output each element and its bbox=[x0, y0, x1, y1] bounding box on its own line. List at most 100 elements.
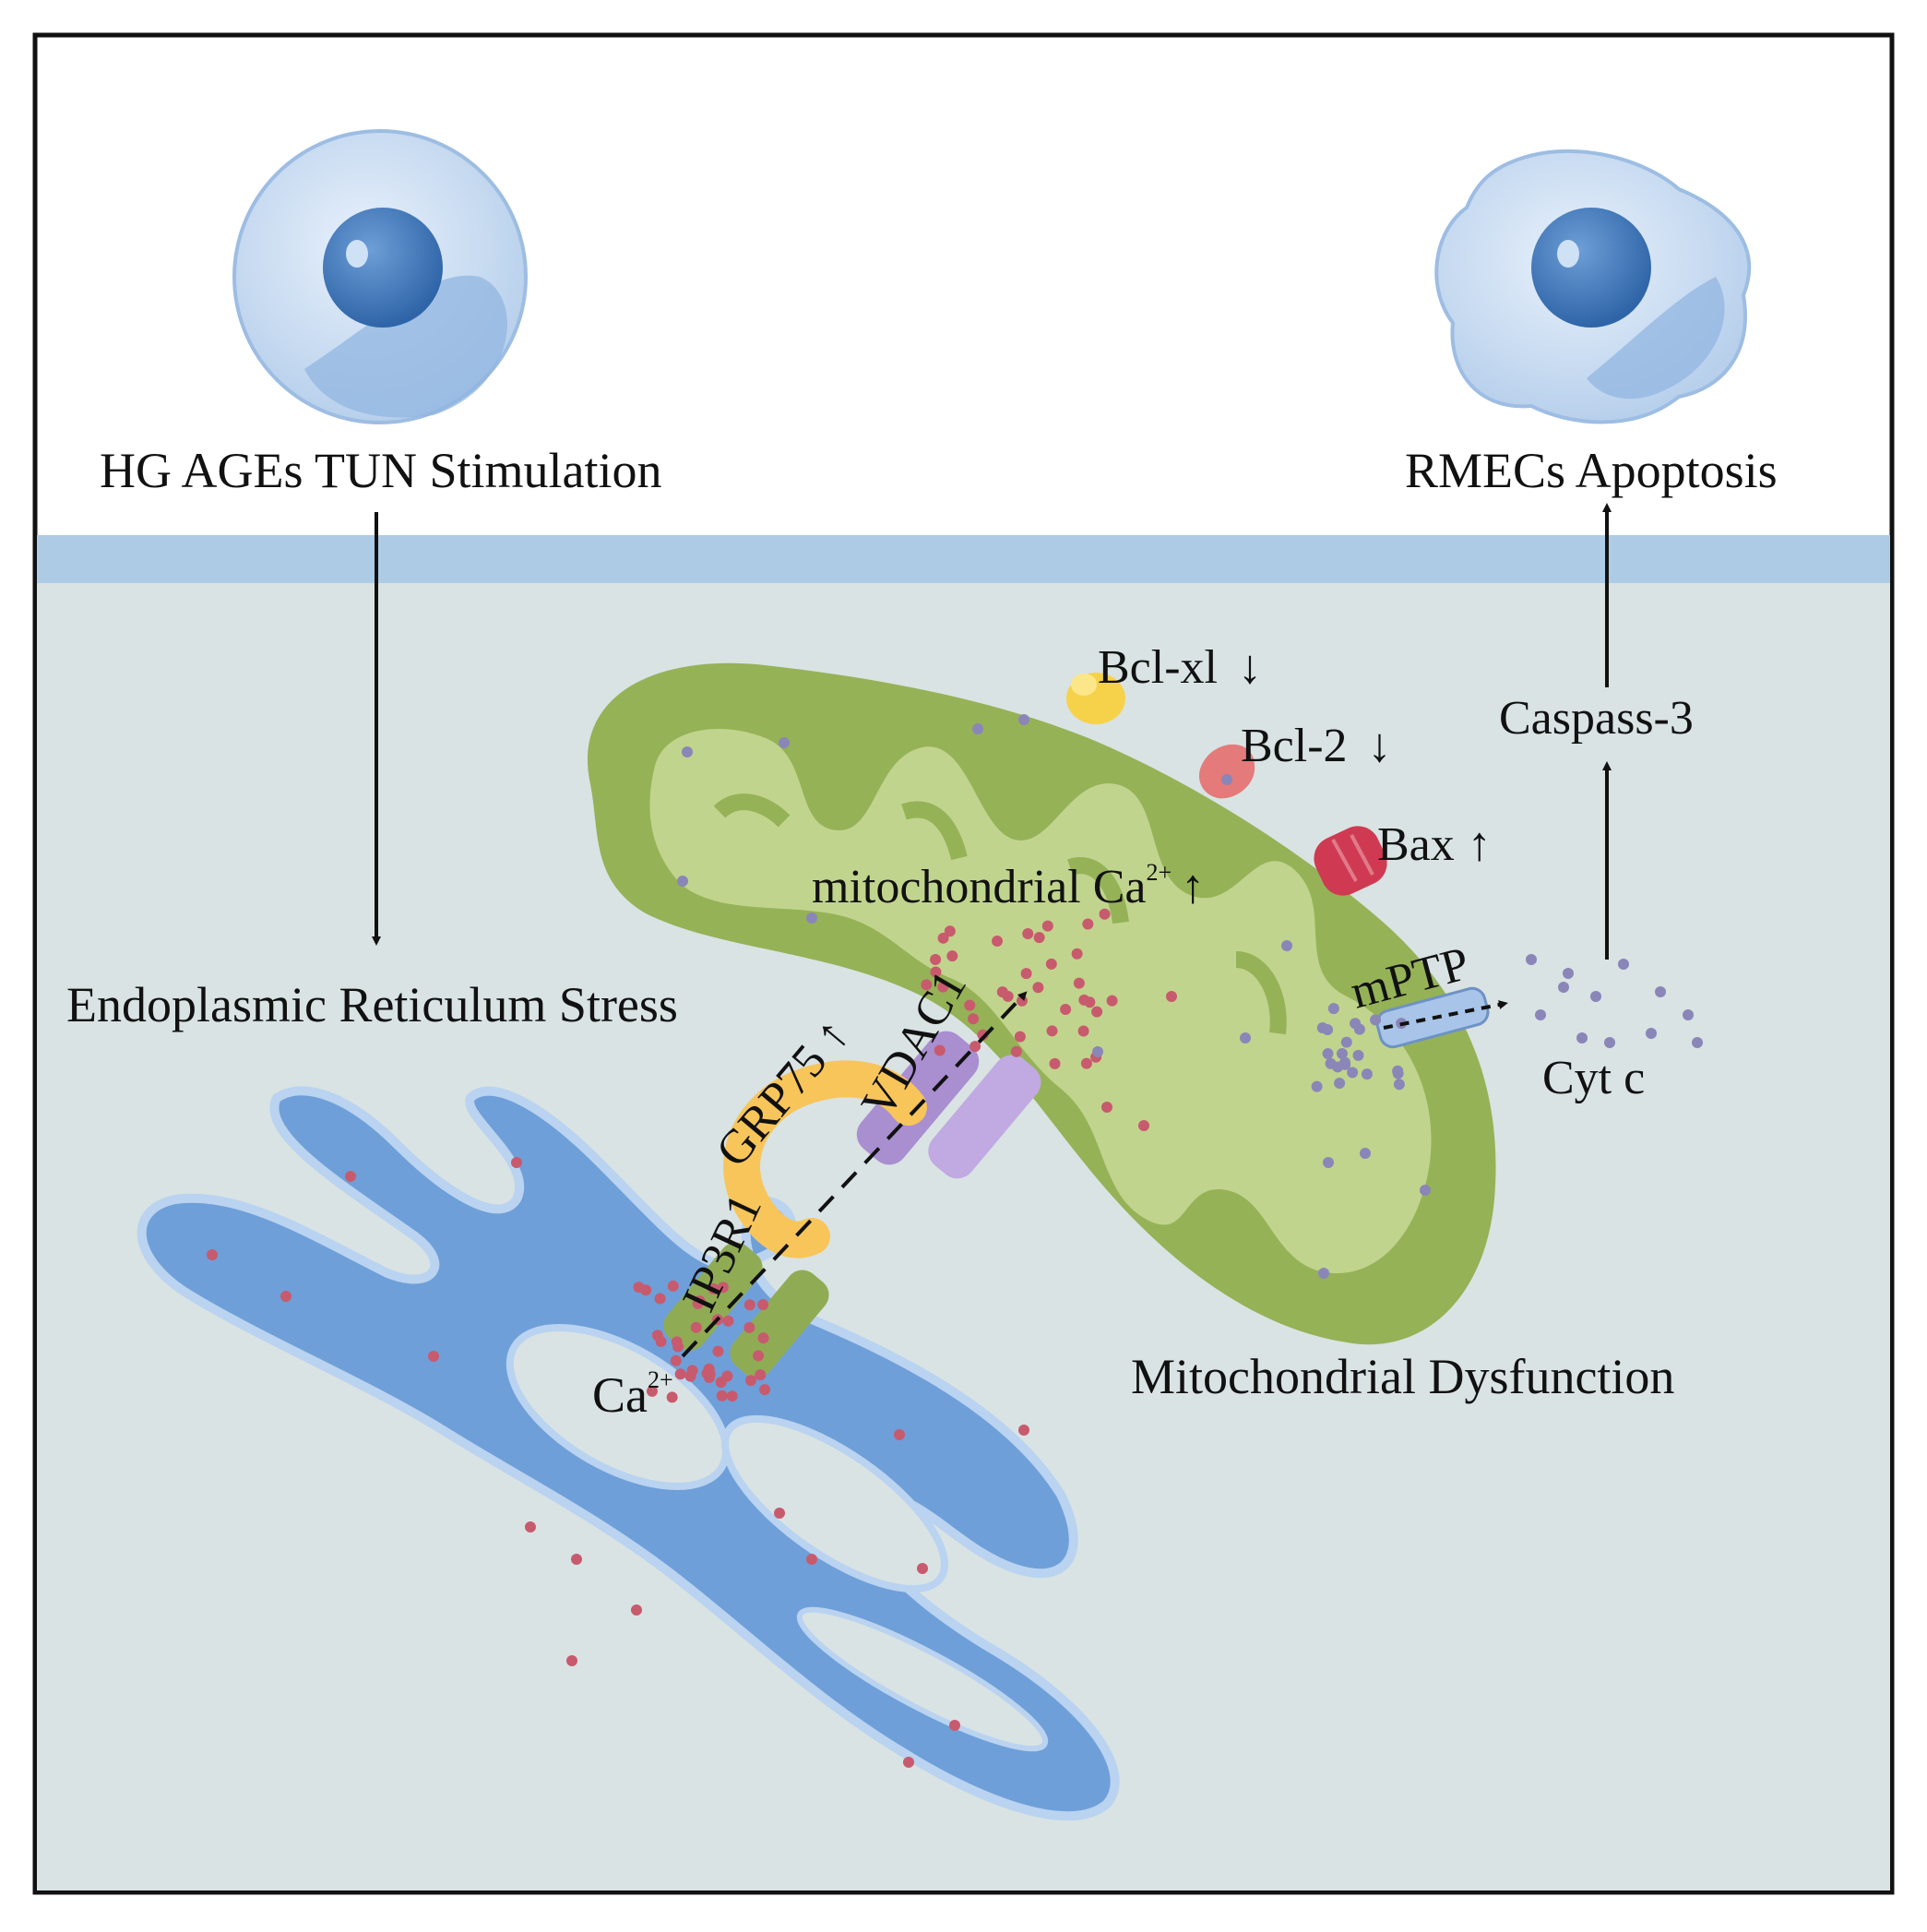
cytochrome-c-dots bbox=[677, 714, 1703, 1279]
cytochrome-c-molecule bbox=[1311, 1080, 1323, 1092]
endoplasmic-reticulum bbox=[137, 1086, 1120, 1821]
up-indicator: ↑ bbox=[1468, 818, 1492, 871]
cytochrome-c-molecule bbox=[1334, 1078, 1346, 1090]
calcium-ion bbox=[674, 1368, 686, 1380]
calcium-ion bbox=[964, 999, 976, 1011]
er-stress-label: Endoplasmic Reticulum Stress bbox=[66, 977, 678, 1032]
calcium-ion bbox=[992, 935, 1004, 947]
calcium-ion bbox=[712, 1345, 724, 1357]
calcium-ion bbox=[670, 1354, 682, 1366]
calcium-ion bbox=[1049, 1057, 1061, 1069]
cytochrome-c-molecule bbox=[1692, 1037, 1703, 1048]
calcium-ion bbox=[566, 1655, 577, 1666]
cytochrome-c-molecule bbox=[1683, 1009, 1694, 1020]
calcium-ion bbox=[672, 1341, 684, 1353]
cytochrome-c-molecule bbox=[806, 912, 817, 924]
mitochondrial-ca-label: mitochondrial Ca2+↑ bbox=[812, 859, 1205, 913]
cytochrome-c-molecule bbox=[1604, 1037, 1615, 1048]
cytochrome-c-molecule bbox=[1240, 1032, 1251, 1044]
cytochrome-c-molecule bbox=[1323, 1157, 1334, 1168]
calcium-ion bbox=[934, 1044, 946, 1056]
calcium-ion bbox=[743, 1321, 755, 1333]
calcium-ion bbox=[969, 1041, 981, 1053]
cytochrome-c-molecule bbox=[1352, 1049, 1364, 1061]
calcium-ion bbox=[1046, 1025, 1058, 1037]
calcium-ion bbox=[894, 1429, 905, 1440]
cytochrome-c-molecule bbox=[1221, 774, 1232, 785]
bcl-xl-label: Bcl-xl↓ bbox=[1098, 641, 1262, 694]
calcium-ion bbox=[655, 1336, 667, 1348]
er-lumen bbox=[721, 1414, 948, 1593]
calcium-ion bbox=[1078, 994, 1090, 1006]
bcl-xl-protein-icon bbox=[1066, 673, 1125, 724]
cytochrome-c-molecule bbox=[1339, 1058, 1351, 1070]
calcium-ion bbox=[745, 1375, 757, 1387]
calcium-ion bbox=[968, 1013, 980, 1025]
calcium-ion bbox=[345, 1171, 356, 1182]
calcium-ion bbox=[946, 950, 958, 962]
calcium-ion bbox=[937, 932, 949, 944]
up-indicator: ↑ bbox=[1181, 861, 1205, 913]
calcium-ion bbox=[917, 1563, 928, 1574]
apoptosis-label: RMECs Apoptosis bbox=[1405, 443, 1778, 498]
calcium-ion bbox=[525, 1521, 536, 1532]
bcl-2-protein-icon bbox=[1199, 744, 1255, 799]
calcium-ion bbox=[949, 1720, 960, 1731]
calcium-ion bbox=[428, 1351, 439, 1362]
calcium-ion bbox=[1010, 1045, 1022, 1057]
calcium-ion bbox=[903, 1757, 914, 1768]
calcium-ion bbox=[1016, 995, 1028, 1007]
calcium-ion bbox=[708, 1283, 720, 1295]
cytochrome-c-molecule bbox=[1590, 991, 1601, 1002]
calcium-ion bbox=[715, 1377, 727, 1389]
cytochrome-c-molecule bbox=[1325, 1057, 1337, 1069]
cytochrome-c-molecule bbox=[1340, 1036, 1352, 1048]
mitochondrion bbox=[587, 662, 1496, 1345]
calcium-ion bbox=[1002, 990, 1014, 1002]
cytochrome-c-molecule bbox=[972, 723, 983, 734]
apoptotic-cell-icon bbox=[1434, 149, 1752, 424]
mitochondrial-cristae bbox=[649, 729, 1432, 1273]
cytochrome-c-molecule bbox=[677, 876, 688, 887]
calcium-ion-dots bbox=[207, 908, 1177, 1768]
calcium-ion bbox=[726, 1390, 738, 1402]
calcium-ion bbox=[1106, 995, 1118, 1007]
calcium-ion bbox=[1060, 1003, 1072, 1015]
calcium-ion bbox=[1138, 1120, 1149, 1131]
calcium-ion bbox=[704, 1368, 716, 1380]
calcium-ion bbox=[757, 1332, 769, 1344]
bcl-2-label: Bcl-2↓ bbox=[1241, 720, 1392, 772]
calcium-ion bbox=[755, 1369, 767, 1381]
healthy-cell-icon bbox=[232, 129, 528, 424]
calcium-ion bbox=[207, 1249, 218, 1260]
arrow-mptp-release bbox=[1383, 1000, 1508, 1030]
er-lumen bbox=[506, 1324, 731, 1490]
calcium-ion bbox=[757, 1299, 769, 1311]
calcium-ion bbox=[1091, 1006, 1103, 1018]
cytochrome-c-molecule bbox=[1360, 1148, 1371, 1159]
calcium-ion bbox=[1082, 918, 1094, 930]
cell-membrane bbox=[37, 535, 1890, 583]
cytochrome-c-molecule bbox=[682, 746, 693, 757]
calcium-ion bbox=[1041, 920, 1053, 932]
calcium-ion bbox=[631, 1604, 642, 1616]
calcium-ion bbox=[759, 1384, 771, 1396]
down-indicator: ↓ bbox=[1368, 720, 1392, 772]
cyt-c-label: Cyt c bbox=[1542, 1052, 1645, 1104]
cytochrome-c-molecule bbox=[1347, 1067, 1359, 1079]
cytochrome-c-molecule bbox=[1563, 968, 1574, 979]
calcium-ion bbox=[1166, 991, 1177, 1002]
calcium-ion bbox=[930, 954, 942, 966]
calcium-ion bbox=[1045, 958, 1057, 970]
calcium-ion bbox=[1022, 928, 1034, 940]
cytochrome-c-molecule bbox=[1393, 1079, 1405, 1091]
calcium-ion bbox=[774, 1508, 785, 1519]
calcium-ion bbox=[1020, 968, 1032, 980]
calcium-ion bbox=[1033, 932, 1045, 944]
cytochrome-c-molecule bbox=[1336, 1047, 1348, 1059]
calcium-ion bbox=[646, 1385, 658, 1397]
calcium-ion bbox=[1077, 1025, 1089, 1037]
calcium-ion bbox=[511, 1157, 522, 1168]
ca-label: Ca2+ bbox=[592, 1366, 673, 1423]
